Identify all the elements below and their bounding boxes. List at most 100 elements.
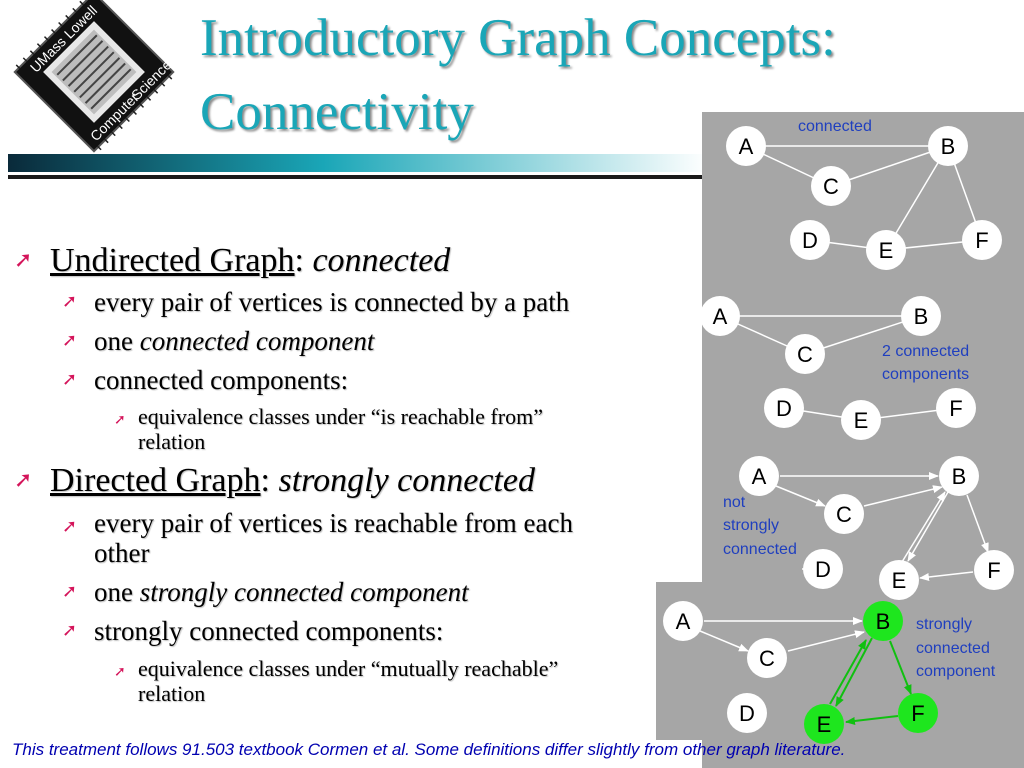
sub-bullet-one-strongly-component: ➚ one strongly connected component xyxy=(62,577,469,608)
graph-strongly-connected-component: strongly connected component A B C D E F xyxy=(663,601,996,744)
vertex-label-b: B xyxy=(952,464,967,489)
slide-title-line-1: Introductory Graph Concepts: xyxy=(200,9,836,67)
detail-bullet-reachable: ➚ equivalence classes under “is reachable… xyxy=(114,404,543,454)
title-divider-rule xyxy=(8,154,708,179)
vertex-d xyxy=(803,549,843,589)
vertex-label-f: F xyxy=(987,558,1000,583)
graph-two-components-caption-1: 2 connected xyxy=(882,343,969,360)
sub-bullet-line-1: every pair of vertices is reachable from… xyxy=(94,508,573,538)
vertex-d xyxy=(727,693,767,733)
sub-bullet-every-pair-reachable: ➚ every pair of vertices is reachable fro… xyxy=(62,508,573,568)
graph-connected-caption: connected xyxy=(798,118,872,135)
vertex-a xyxy=(700,296,740,336)
detail-bullet-mutually-reachable: ➚equivalence classes under “mutually rea… xyxy=(114,656,558,706)
vertex-label-a: A xyxy=(676,609,691,634)
sub-bullet-every-pair-path: ➚ every pair of vertices is connected by … xyxy=(62,287,569,318)
sub-bullet-text: strongly connected components: xyxy=(94,616,444,646)
sub-bullet-connected-components: ➚ connected components: xyxy=(62,365,348,396)
vertex-label-b: B xyxy=(876,609,891,634)
graph-two-components: 2 connected components A B C D E F xyxy=(700,296,976,440)
vertex-label-f: F xyxy=(975,228,988,253)
graph-not-strongly-connected: not strongly connected A B C D E F xyxy=(723,456,1014,600)
sub-bullet-text: connected components: xyxy=(94,365,349,395)
vertex-label-e: E xyxy=(879,238,894,263)
graph-not-strongly-caption-2: strongly xyxy=(723,517,779,534)
detail-line-2: relation xyxy=(138,429,206,454)
graph-scc-caption-3: component xyxy=(916,663,996,680)
vertex-e xyxy=(841,400,881,440)
sub-bullet-line-2: other xyxy=(94,538,150,568)
bullet-arrow-icon: ➚ xyxy=(62,291,78,312)
vertex-f xyxy=(974,550,1014,590)
graph-not-strongly-caption-3: connected xyxy=(723,541,797,558)
vertex-c xyxy=(747,638,787,678)
umass-lowell-cs-logo: UMass Lowell Computer Science xyxy=(13,0,175,153)
slide-title-line-2: Connectivity xyxy=(200,83,474,141)
vertex-d xyxy=(764,388,804,428)
vertex-a xyxy=(663,601,703,641)
vertex-b xyxy=(939,456,979,496)
detail-line-1: equivalence classes under “is reachable … xyxy=(138,404,543,429)
connected-component-term: connected component xyxy=(139,326,375,356)
vertex-a xyxy=(739,456,779,496)
vertex-e xyxy=(866,230,906,270)
vertex-f xyxy=(936,388,976,428)
vertex-label-a: A xyxy=(739,134,754,159)
footer-note: This treatment follows 91.503 textbook C… xyxy=(12,740,846,759)
bullet-arrow-icon: ➚ xyxy=(62,330,78,351)
graph-scc-caption-2: connected xyxy=(916,640,990,657)
undirected-graph-label: Undirected Graph xyxy=(50,242,295,279)
graph-connected: connected A B C D E F xyxy=(726,118,1002,270)
vertex-b xyxy=(863,601,903,641)
vertex-f xyxy=(898,693,938,733)
directed-graph-label: Directed Graph xyxy=(50,462,261,499)
vertex-b xyxy=(928,126,968,166)
graph-panel-background xyxy=(656,112,1024,768)
vertex-d xyxy=(790,220,830,260)
bullet-arrow-icon: ➚ xyxy=(62,516,78,537)
bullet-directed-graph: ➚ Directed Graph: strongly connected xyxy=(14,462,535,500)
vertex-f xyxy=(962,220,1002,260)
vertex-label-b: B xyxy=(941,134,956,159)
vertex-e xyxy=(879,560,919,600)
vertex-label-d: D xyxy=(802,228,818,253)
detail-line-2: relation xyxy=(138,681,206,706)
separator: : xyxy=(260,462,270,499)
graph-scc-caption-1: strongly xyxy=(916,616,972,633)
bullet-arrow-icon: ➚ xyxy=(62,620,78,641)
bullet-undirected-graph: ➚ Undirected Graph: connected xyxy=(14,242,450,280)
bullet-arrow-icon: ➚ xyxy=(14,248,33,273)
vertex-label-e: E xyxy=(854,408,869,433)
sub-bullet-strongly-connected-components: ➚ strongly connected components: xyxy=(62,616,443,647)
vertex-c xyxy=(811,166,851,206)
connected-term: connected xyxy=(312,242,451,279)
vertex-label-c: C xyxy=(823,174,839,199)
vertex-label-f: F xyxy=(949,396,962,421)
bullet-arrow-icon: ➚ xyxy=(14,468,33,493)
vertex-b xyxy=(901,296,941,336)
vertex-label-b: B xyxy=(914,304,929,329)
sub-bullet-text: every pair of vertices is connected by a… xyxy=(94,287,570,317)
sub-bullet-prefix: one xyxy=(94,326,133,356)
vertex-label-d: D xyxy=(815,557,831,582)
bullet-arrow-icon: ➚ xyxy=(114,412,126,428)
vertex-a xyxy=(726,126,766,166)
graph-not-strongly-caption-1: not xyxy=(723,494,746,511)
bullet-arrow-icon: ➚ xyxy=(62,581,78,602)
vertex-c xyxy=(824,494,864,534)
bullet-arrow-icon: ➚ xyxy=(62,369,78,390)
vertex-label-a: A xyxy=(752,464,767,489)
strongly-connected-term: strongly connected xyxy=(278,462,535,499)
detail-line-1: equivalence classes under “mutually reac… xyxy=(138,656,559,681)
separator: : xyxy=(294,242,304,279)
vertex-label-e: E xyxy=(817,712,832,737)
vertex-label-c: C xyxy=(797,342,813,367)
vertex-label-c: C xyxy=(759,646,775,671)
sub-bullet-prefix: one xyxy=(94,577,133,607)
vertex-c xyxy=(785,334,825,374)
vertex-label-e: E xyxy=(892,568,907,593)
graph-two-components-caption-2: components xyxy=(882,366,969,383)
vertex-e xyxy=(804,704,844,744)
vertex-label-d: D xyxy=(739,701,755,726)
strongly-connected-component-term: strongly connected component xyxy=(139,577,469,607)
